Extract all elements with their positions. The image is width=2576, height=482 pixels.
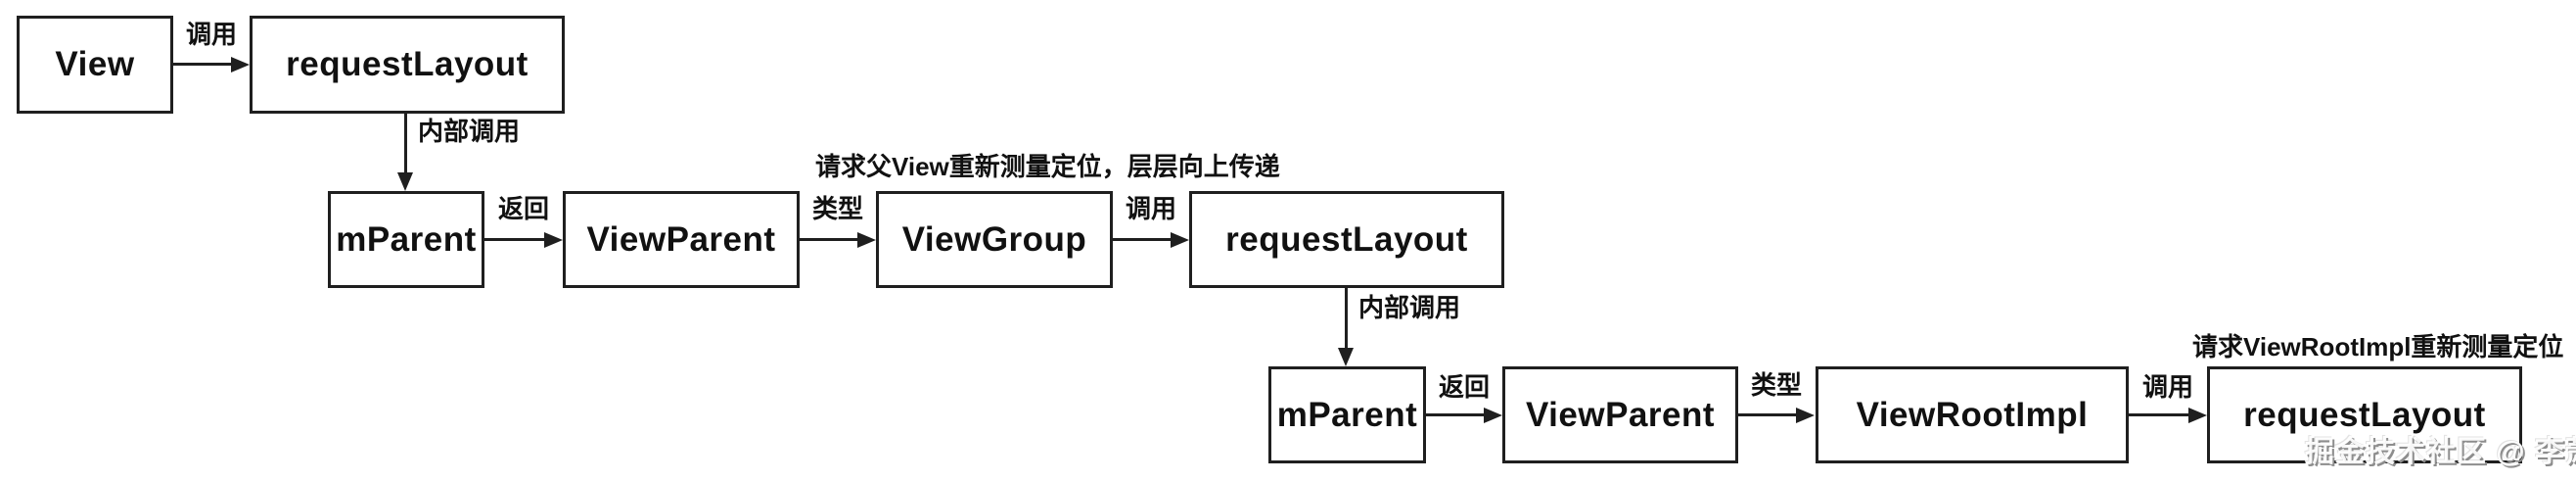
node-request-layout-3: requestLayout <box>2207 366 2522 463</box>
node-view-root-impl: ViewRootImpl <box>1816 366 2129 463</box>
edge-label-internal-call-1: 内部调用 <box>418 117 521 146</box>
arrow-viewrootimpl-to-requestlayout3-line <box>2129 413 2189 416</box>
node-request-layout-1-label: requestLayout <box>286 45 529 83</box>
node-request-layout-2-label: requestLayout <box>1225 219 1468 259</box>
arrow-view-to-requestlayout-head-icon <box>231 57 250 72</box>
edge-label-return-2: 返回 <box>1438 372 1491 402</box>
arrow-internal-call-1-head-icon <box>397 172 413 191</box>
arrow-mparent2-to-viewparent2-line <box>1426 413 1485 416</box>
node-view-parent-2: ViewParent <box>1502 366 1738 463</box>
node-m-parent-2: mParent <box>1268 366 1426 463</box>
node-request-layout-1: requestLayout <box>250 16 565 114</box>
edge-label-type-2: 类型 <box>1750 370 1803 400</box>
arrow-viewparent2-to-viewrootimpl-head-icon <box>1796 408 1815 423</box>
arrow-mparent1-to-viewparent1-line <box>484 238 545 241</box>
watermark: 掘金技术社区 @ 李萧蝶 <box>2305 436 2576 468</box>
edge-label-return-1: 返回 <box>497 194 550 223</box>
edge-label-internal-call-2: 内部调用 <box>1358 293 1461 322</box>
node-view-parent-1-label: ViewParent <box>586 219 776 259</box>
arrow-viewgroup-to-requestlayout2-head-icon <box>1171 232 1189 248</box>
edge-label-call-1: 调用 <box>185 20 238 49</box>
edge-label-type-1: 类型 <box>811 194 864 223</box>
edge-label-call-2: 调用 <box>1125 194 1177 223</box>
arrow-internal-call-2-head-icon <box>1338 348 1354 366</box>
node-view-group: ViewGroup <box>876 191 1113 288</box>
node-view-root-impl-label: ViewRootImpl <box>1856 395 2089 434</box>
node-m-parent-1-label: mParent <box>336 219 477 259</box>
edge-label-call-3: 调用 <box>2141 372 2194 402</box>
arrow-viewrootimpl-to-requestlayout3-head-icon <box>2188 408 2207 423</box>
node-view: View <box>17 16 173 114</box>
arrow-internal-call-1-line <box>404 114 407 173</box>
arrow-viewgroup-to-requestlayout2-line <box>1113 238 1172 241</box>
annotation-viewrootimpl-remeasure: 请求ViewRootImpl重新测量定位 <box>2192 332 2564 362</box>
arrow-mparent2-to-viewparent2-head-icon <box>1484 408 1502 423</box>
arrow-viewparent1-to-viewgroup-head-icon <box>857 232 876 248</box>
node-request-layout-2: requestLayout <box>1189 191 1504 288</box>
arrow-viewparent1-to-viewgroup-line <box>800 238 858 241</box>
node-view-group-label: ViewGroup <box>901 219 1087 259</box>
arrow-viewparent2-to-viewrootimpl-line <box>1738 413 1797 416</box>
node-view-parent-2-label: ViewParent <box>1525 395 1716 434</box>
annotation-parent-view-remeasure: 请求父View重新测量定位，层层向上传递 <box>815 152 1280 181</box>
arrow-internal-call-2-line <box>1345 288 1348 349</box>
arrow-mparent1-to-viewparent1-head-icon <box>544 232 563 248</box>
node-view-parent-1: ViewParent <box>563 191 800 288</box>
node-request-layout-3-label: requestLayout <box>2243 395 2486 434</box>
arrow-view-to-requestlayout-line <box>173 63 233 66</box>
node-m-parent-2-label: mParent <box>1276 395 1418 434</box>
node-view-label: View <box>55 45 135 83</box>
node-m-parent-1: mParent <box>328 191 484 288</box>
